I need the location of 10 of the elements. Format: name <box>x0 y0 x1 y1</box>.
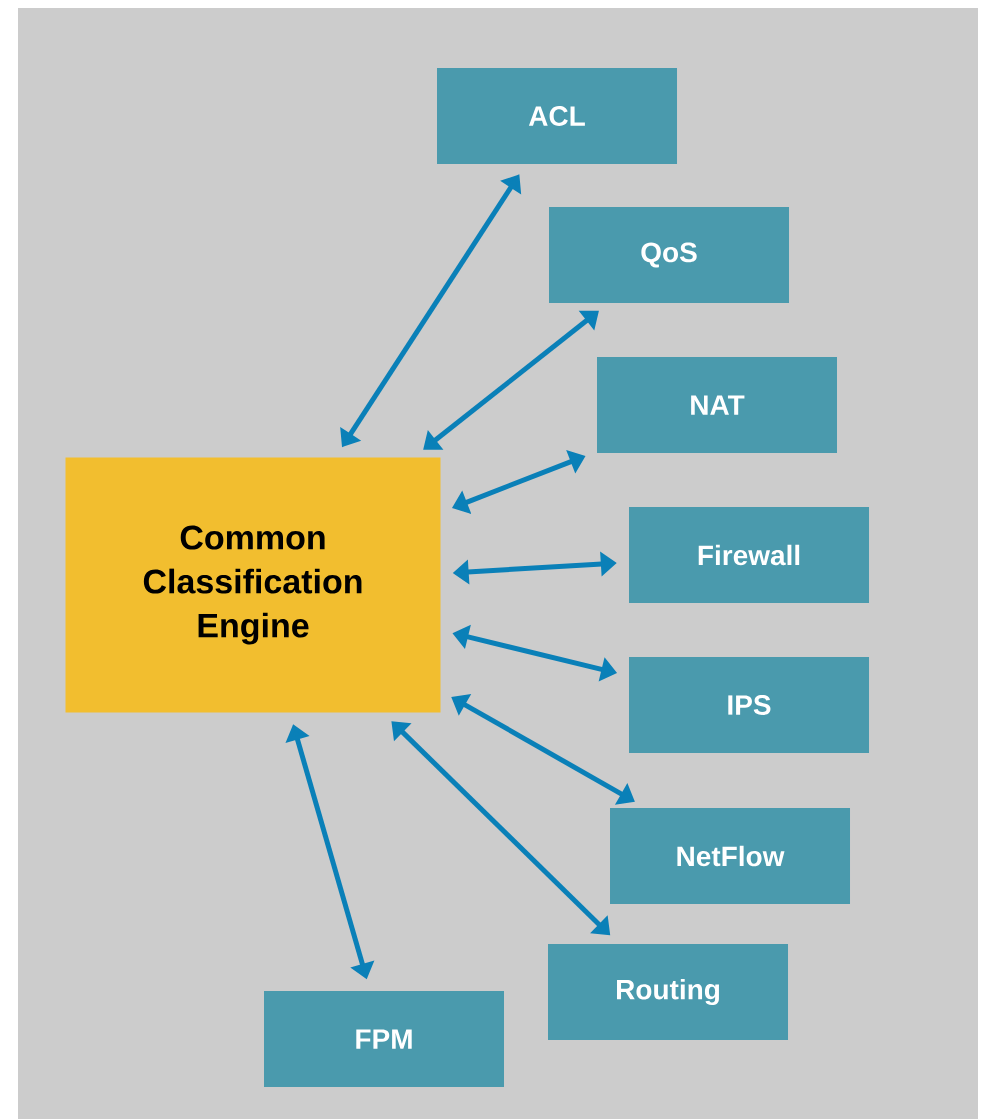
feature-box: NAT <box>597 357 837 453</box>
feature-box: IPS <box>629 657 869 753</box>
double-arrow <box>423 310 599 450</box>
feature-box: ACL <box>437 68 677 164</box>
feature-box: Firewall <box>629 507 869 603</box>
engine-box: Common Classification Engine <box>65 457 441 713</box>
feature-box: QoS <box>549 207 789 303</box>
feature-box: NetFlow <box>610 808 850 904</box>
feature-box: Routing <box>548 944 788 1040</box>
feature-box: FPM <box>264 991 504 1087</box>
